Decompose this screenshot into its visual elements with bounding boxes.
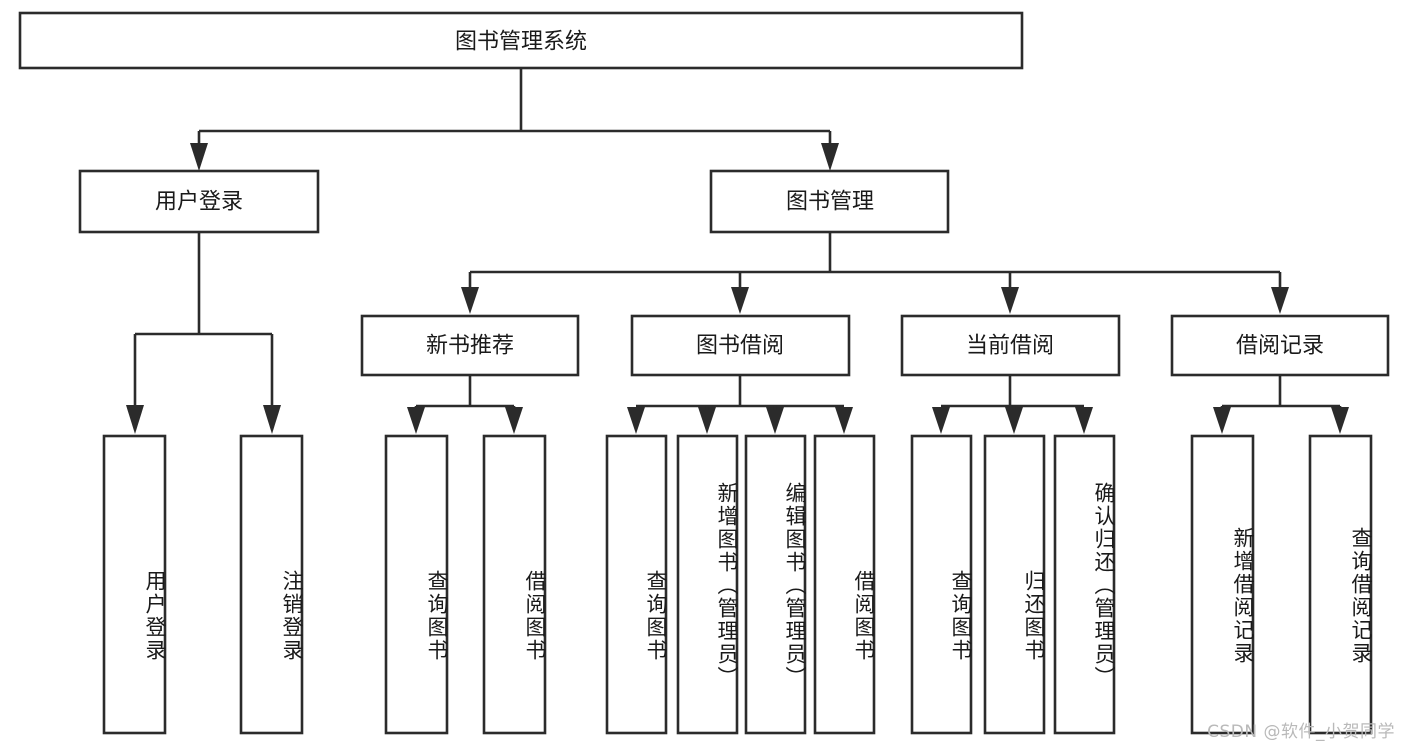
arrow-head-user-login xyxy=(190,143,208,171)
node-current-borrow-box[interactable] xyxy=(900,314,1121,377)
node-leaf-edit-book-admin-box[interactable] xyxy=(744,434,807,735)
connector-group-book-borrow-to-leaves xyxy=(627,375,853,434)
node-user-login[interactable]: 用户登录 xyxy=(78,169,320,234)
node-book-borrow-box[interactable] xyxy=(630,314,851,377)
node-root-box[interactable] xyxy=(18,11,1024,70)
node-leaf-logout-box[interactable] xyxy=(239,434,304,735)
node-leaf-confirm-return-admin-box[interactable] xyxy=(1053,434,1116,735)
node-book-borrow-label: 图书借阅 xyxy=(696,334,784,359)
node-leaf-borrow-book-recommend-box[interactable] xyxy=(482,434,547,735)
arrow-head-leaf-add-borrow-record xyxy=(1213,407,1231,434)
node-new-book-recommend[interactable]: 新书推荐 xyxy=(360,314,580,377)
node-current-borrow[interactable]: 当前借阅 xyxy=(900,314,1121,377)
arrow-head-leaf-query-borrow-record xyxy=(1331,407,1349,434)
node-leaf-borrow-book-box[interactable] xyxy=(813,434,876,735)
node-leaf-query-book-current-box[interactable] xyxy=(910,434,973,735)
arrow-head-leaf-query-book-current xyxy=(932,407,950,434)
connector-group-user-login-to-leaves xyxy=(126,232,281,434)
node-leaf-return-book-box[interactable] xyxy=(983,434,1046,735)
node-leaf-query-book-borrow-box[interactable] xyxy=(605,434,668,735)
node-user-login-label: 用户登录 xyxy=(155,190,243,215)
arrow-head-leaf-query-book-borrow xyxy=(627,407,645,434)
arrow-head-borrow-record xyxy=(1271,287,1289,314)
node-book-management-box[interactable] xyxy=(709,169,950,234)
node-borrow-record-box[interactable] xyxy=(1170,314,1390,377)
arrow-head-leaf-confirm-return-admin xyxy=(1075,407,1093,434)
node-current-borrow-label: 当前借阅 xyxy=(966,334,1054,359)
node-borrow-record[interactable]: 借阅记录 xyxy=(1170,314,1390,377)
arrow-head-leaf-query-book-recommend xyxy=(407,407,425,434)
arrow-head-leaf-borrow-book-recommend xyxy=(505,407,523,434)
node-leaf-add-borrow-record-box[interactable] xyxy=(1190,434,1255,735)
node-root-label: 图书管理系统 xyxy=(455,30,587,55)
node-borrow-record-label: 借阅记录 xyxy=(1236,334,1324,359)
arrow-head-leaf-edit-book-admin xyxy=(766,407,784,434)
node-leaf-user-login-box[interactable] xyxy=(102,434,167,735)
arrow-head-leaf-add-book-admin xyxy=(698,407,716,434)
node-root[interactable]: 图书管理系统 xyxy=(18,11,1024,70)
node-book-management[interactable]: 图书管理 xyxy=(709,169,950,234)
arrow-head-leaf-user-login xyxy=(126,405,144,434)
node-user-login-box[interactable] xyxy=(78,169,320,234)
node-book-borrow[interactable]: 图书借阅 xyxy=(630,314,851,377)
connector-group-root-to-level1 xyxy=(190,68,839,171)
arrow-head-leaf-logout xyxy=(263,405,281,434)
connector-group-borrow-record-to-leaves xyxy=(1213,375,1349,434)
arrow-head-leaf-return-book xyxy=(1005,407,1023,434)
node-new-book-recommend-label: 新书推荐 xyxy=(426,334,514,359)
node-book-management-label: 图书管理 xyxy=(786,190,874,215)
node-new-book-recommend-box[interactable] xyxy=(360,314,580,377)
arrow-head-new-book-recommend xyxy=(461,287,479,314)
arrow-head-current-borrow xyxy=(1001,287,1019,314)
leaf-boxes xyxy=(102,434,1373,735)
node-leaf-add-book-admin-box[interactable] xyxy=(676,434,739,735)
connector-group-book-management-to-level2 xyxy=(461,232,1289,314)
connector-group-current-borrow-to-leaves xyxy=(932,375,1093,434)
arrow-head-leaf-borrow-book xyxy=(835,407,853,434)
csdn-watermark: CSDN @软件_小贺同学 xyxy=(1207,722,1395,742)
connector-group-new-book-recommend-to-leaves xyxy=(407,375,523,434)
node-leaf-query-book-recommend-box[interactable] xyxy=(384,434,449,735)
arrow-head-book-management xyxy=(821,143,839,171)
node-leaf-query-borrow-record-box[interactable] xyxy=(1308,434,1373,735)
arrow-head-book-borrow xyxy=(731,287,749,314)
